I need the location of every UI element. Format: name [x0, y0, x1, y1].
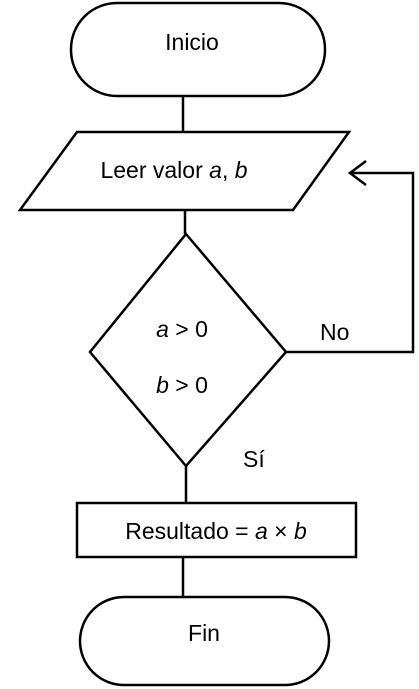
end-label: Fin [188, 620, 220, 646]
process-op: × [268, 518, 294, 544]
cond2-op: > 0 [169, 372, 208, 398]
decision-condition-2: b > 0 [156, 372, 208, 398]
input-label: Leer valor a, b [100, 157, 247, 183]
start-terminator [69, 1, 327, 98]
start-label: Inicio [165, 29, 219, 55]
connector-no-loop [286, 171, 415, 354]
yes-label: Sí [243, 446, 265, 472]
input-parallelogram [17, 130, 352, 212]
decision-diamond [88, 232, 288, 468]
end-terminator [78, 595, 331, 687]
cond1-op: > 0 [169, 316, 208, 342]
process-label: Resultado = a × b [125, 518, 307, 544]
arrow-head-icon [347, 160, 367, 186]
input-var-b: b [235, 157, 248, 183]
process-rect [75, 501, 358, 559]
input-sep: , [222, 157, 235, 183]
decision-condition-1: a > 0 [156, 316, 208, 342]
cond1-var: a [156, 316, 169, 342]
process-var-a: a [255, 518, 268, 544]
cond2-var: b [156, 372, 169, 398]
input-var-a: a [209, 157, 222, 183]
no-label: No [320, 319, 349, 345]
input-text: Leer valor [100, 157, 209, 183]
process-text: Resultado = [125, 518, 255, 544]
process-var-b: b [294, 518, 307, 544]
